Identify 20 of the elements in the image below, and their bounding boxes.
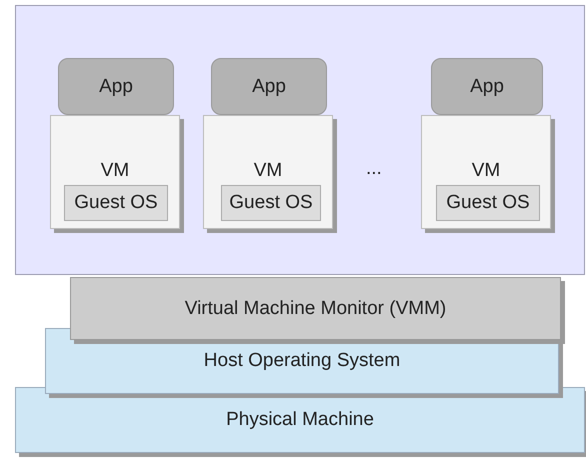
ellipsis-text: ...: [366, 158, 382, 180]
box-label: Virtual Machine Monitor (VMM): [184, 298, 448, 320]
guest-os-box: [436, 185, 540, 221]
box-label: Host Operating System: [202, 350, 402, 372]
box-label: VM: [470, 160, 502, 182]
guest-os-box: [64, 185, 168, 221]
app-box: [58, 58, 174, 115]
box-label: App: [98, 76, 134, 98]
guest-os-box: [221, 185, 321, 221]
box-label: Guest OS: [228, 192, 314, 214]
box-label: VM: [252, 160, 284, 182]
box-label: VM: [100, 160, 130, 182]
app-box: [211, 58, 327, 115]
box-label: App: [469, 76, 505, 98]
app-box: [431, 58, 543, 115]
box-label: Guest OS: [73, 192, 159, 214]
box-label: Guest OS: [445, 192, 531, 214]
container-panel: [15, 5, 585, 275]
box-label: Physical Machine: [225, 409, 375, 431]
box-label: App: [251, 76, 287, 98]
